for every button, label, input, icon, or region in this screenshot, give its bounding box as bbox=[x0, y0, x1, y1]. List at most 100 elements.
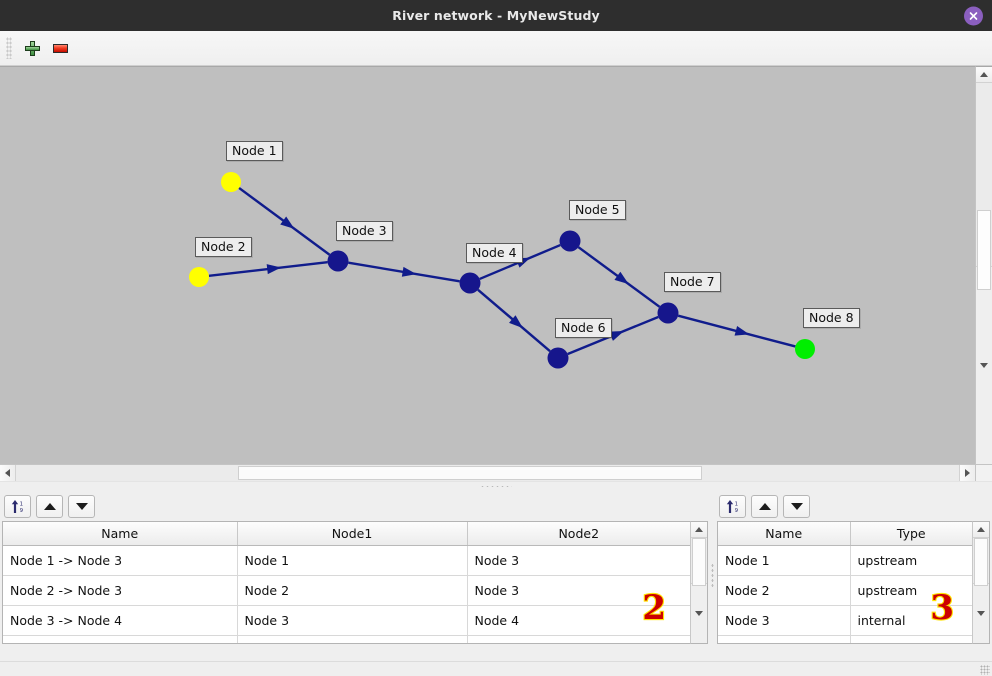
nodes-column-header[interactable]: Type bbox=[850, 522, 972, 546]
node-label-node-4[interactable]: Node 4 bbox=[466, 243, 523, 263]
delete-node-button[interactable] bbox=[46, 34, 74, 62]
node-label-node-3[interactable]: Node 3 bbox=[336, 221, 393, 241]
reaches-scroll-thumb[interactable] bbox=[692, 538, 706, 586]
arrow-down-icon bbox=[75, 502, 88, 510]
reaches-cell[interactable]: Node 4 -> Node 5 bbox=[3, 635, 238, 643]
reaches-move-down-button[interactable] bbox=[68, 494, 95, 518]
network-diagram-canvas[interactable]: Node 1 Node 2 Node 3 Node 4 Node 5 Node 6 Node… bbox=[0, 66, 975, 464]
graph-node-node-8[interactable] bbox=[795, 339, 815, 359]
nodes-sort-button[interactable]: 1 9 bbox=[719, 494, 746, 518]
reaches-column-header[interactable]: Node1 bbox=[237, 522, 468, 546]
edge-arrowhead-icon bbox=[609, 330, 625, 341]
reaches-column-header[interactable]: Node2 bbox=[467, 522, 690, 546]
close-button[interactable] bbox=[964, 6, 983, 25]
node-label-node-2[interactable]: Node 2 bbox=[195, 237, 252, 257]
reaches-cell[interactable]: Node 3 bbox=[467, 575, 690, 606]
window-resize-grip-icon[interactable] bbox=[980, 665, 990, 675]
scroll-down-button[interactable] bbox=[976, 265, 992, 464]
reaches-cell[interactable]: Node 1 bbox=[237, 545, 468, 576]
horizontal-splitter[interactable] bbox=[0, 481, 992, 491]
reaches-cell[interactable]: Node 2 bbox=[237, 575, 468, 606]
nodes-vertical-scrollbar[interactable] bbox=[972, 521, 990, 644]
vertical-scroll-track[interactable] bbox=[976, 83, 992, 290]
reaches-cell[interactable]: Node 2 -> Node 3 bbox=[3, 575, 238, 606]
graph-node-node-3[interactable] bbox=[327, 250, 349, 272]
node-label-node-5[interactable]: Node 5 bbox=[569, 200, 626, 220]
reaches-scroll-up-button[interactable] bbox=[691, 522, 707, 538]
nodes-scroll-down-button[interactable] bbox=[973, 582, 989, 643]
red-rectangle-icon bbox=[52, 43, 68, 53]
graph-node-node-4[interactable] bbox=[459, 272, 481, 294]
nodes-move-down-button[interactable] bbox=[783, 494, 810, 518]
nodes-cell[interactable]: upstream bbox=[850, 545, 972, 576]
nodes-cell[interactable]: internal bbox=[850, 635, 972, 643]
graph-node-node-6[interactable] bbox=[547, 347, 569, 369]
table-row[interactable]: Node 4internal bbox=[718, 635, 972, 643]
nodes-cell[interactable]: Node 1 bbox=[718, 545, 851, 576]
reaches-vertical-scrollbar[interactable] bbox=[690, 521, 708, 644]
nodes-cell[interactable]: internal bbox=[850, 605, 972, 636]
scroll-up-button[interactable] bbox=[976, 67, 992, 83]
reaches-cell[interactable]: Node 4 bbox=[467, 605, 690, 636]
horizontal-scroll-thumb[interactable] bbox=[238, 466, 702, 480]
reaches-column-header[interactable]: Name bbox=[3, 522, 238, 546]
reaches-cell[interactable]: Node 3 bbox=[467, 545, 690, 576]
node-label-node-8[interactable]: Node 8 bbox=[803, 308, 860, 328]
reaches-scroll-down-button[interactable] bbox=[691, 582, 707, 643]
nodes-scroll-up-button[interactable] bbox=[973, 522, 989, 538]
vertical-scroll-thumb[interactable] bbox=[977, 210, 991, 290]
edge-arrowhead-icon bbox=[734, 325, 750, 336]
reaches-scroll-track[interactable] bbox=[691, 538, 707, 586]
reaches-pane-footer bbox=[0, 644, 710, 661]
node-label-node-7[interactable]: Node 7 bbox=[664, 272, 721, 292]
vertical-splitter-grip-icon bbox=[711, 563, 714, 589]
reaches-move-up-button[interactable] bbox=[36, 494, 63, 518]
add-node-button[interactable] bbox=[18, 34, 46, 62]
svg-text:1: 1 bbox=[19, 501, 22, 507]
node-label-node-6[interactable]: Node 6 bbox=[555, 318, 612, 338]
graph-nodes bbox=[189, 172, 815, 369]
status-bar bbox=[0, 661, 992, 676]
nodes-cell[interactable]: Node 4 bbox=[718, 635, 851, 643]
scroll-left-button[interactable] bbox=[0, 465, 16, 481]
graph-node-node-5[interactable] bbox=[559, 230, 581, 252]
nodes-cell[interactable]: Node 3 bbox=[718, 605, 851, 636]
chevron-up-icon bbox=[977, 527, 985, 532]
nodes-scroll-track[interactable] bbox=[973, 538, 989, 586]
reaches-cell[interactable]: Node 3 bbox=[237, 605, 468, 636]
nodes-scroll-thumb[interactable] bbox=[974, 538, 988, 586]
canvas-vertical-scrollbar[interactable] bbox=[975, 66, 992, 464]
horizontal-scroll-track[interactable] bbox=[16, 465, 959, 481]
edge-arrowhead-icon bbox=[266, 264, 282, 275]
nodes-cell[interactable]: upstream bbox=[850, 575, 972, 606]
vertical-splitter[interactable] bbox=[710, 491, 715, 661]
scroll-right-button[interactable] bbox=[959, 465, 975, 481]
network-graph bbox=[189, 172, 815, 369]
reaches-cell[interactable]: Node 1 -> Node 3 bbox=[3, 545, 238, 576]
toolbar-drag-handle[interactable] bbox=[6, 37, 12, 59]
graph-node-node-2[interactable] bbox=[189, 267, 209, 287]
graph-node-node-7[interactable] bbox=[657, 302, 679, 324]
nodes-column-header[interactable]: Name bbox=[718, 522, 851, 546]
reaches-sort-button[interactable]: 1 9 bbox=[4, 494, 31, 518]
node-label-node-1[interactable]: Node 1 bbox=[226, 141, 283, 161]
reaches-cell[interactable]: Node 4 bbox=[237, 635, 468, 643]
reaches-cell[interactable]: Node 3 -> Node 4 bbox=[3, 605, 238, 636]
reaches-cell[interactable]: Node 5 bbox=[467, 635, 690, 643]
nodes-cell[interactable]: Node 2 bbox=[718, 575, 851, 606]
canvas-horizontal-scrollbar[interactable] bbox=[0, 464, 992, 481]
nodes-move-up-button[interactable] bbox=[751, 494, 778, 518]
graph-node-node-1[interactable] bbox=[221, 172, 241, 192]
